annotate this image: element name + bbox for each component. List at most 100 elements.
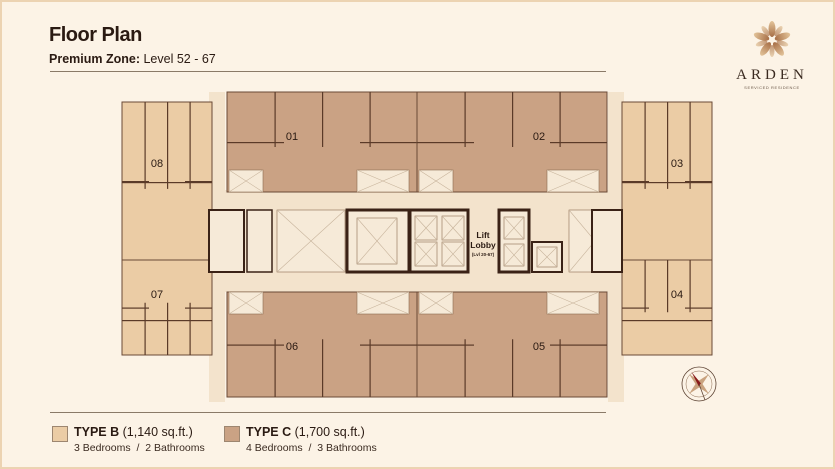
type-c-bathrooms: 3 Bathrooms [317, 442, 377, 454]
lift-lobby-line3: (Lvl 20-67) [472, 252, 495, 257]
shaft-cross [228, 291, 264, 315]
interior-wall [185, 181, 212, 183]
interior-wall [227, 142, 284, 144]
interior-wall [550, 344, 607, 346]
interior-wall [667, 102, 669, 189]
shaft-cross [536, 246, 558, 268]
lift-lobby-label: Lift Lobby (Lvl 20-67) [470, 230, 496, 257]
interior-wall [622, 307, 649, 309]
type-c-area: (1,700 sq.ft.) [294, 425, 365, 439]
service-room [246, 209, 273, 273]
shaft-cross [276, 209, 346, 273]
interior-wall [144, 102, 146, 189]
interior-wall [685, 307, 712, 309]
type-c-bedrooms: 4 Bedrooms [246, 442, 303, 454]
shaft-cross [356, 291, 410, 315]
separator: / [308, 442, 312, 454]
unit-label: 02 [533, 131, 545, 143]
compass-icon [681, 366, 717, 402]
interior-wall [189, 302, 191, 355]
shaft-cross [356, 169, 410, 193]
interior-wall [464, 339, 466, 397]
page-subtitle: Premium Zone: Level 52 - 67 [49, 52, 216, 66]
type-c-swatch [224, 426, 240, 442]
logo-tagline: SERVICED RESIDENCE [744, 85, 800, 90]
leaf-emblem-icon [753, 21, 791, 57]
interior-wall [667, 260, 669, 313]
interior-wall [644, 102, 646, 189]
arden-logo: ARDEN SERVICED RESIDENCE [732, 20, 812, 90]
shaft-cross [414, 215, 438, 241]
interior-wall [644, 260, 646, 313]
interior-wall [144, 302, 146, 355]
interior-wall [559, 92, 561, 147]
shaft-cross [418, 291, 454, 315]
type-c-label: TYPE C [246, 425, 292, 439]
unit-label: 03 [671, 158, 683, 170]
interior-wall [689, 260, 691, 313]
type-b-area: (1,140 sq.ft.) [122, 425, 193, 439]
interior-wall [622, 181, 649, 183]
interior-wall [360, 344, 417, 346]
interior-wall [550, 142, 607, 144]
interior-wall [512, 339, 514, 397]
interior-wall [122, 307, 149, 309]
interior-wall [122, 320, 212, 322]
stair-core-east [591, 209, 623, 273]
shaft-cross [418, 169, 454, 193]
interior-wall [464, 92, 466, 147]
interior-wall [512, 92, 514, 147]
zone-label: Premium Zone: [49, 52, 140, 66]
separator: / [136, 442, 140, 454]
type-b-bedrooms: 3 Bedrooms [74, 442, 131, 454]
shaft-cross [441, 241, 465, 267]
interior-wall [360, 142, 417, 144]
logo-wordmark: ARDEN [736, 67, 808, 83]
interior-wall [369, 339, 371, 397]
legend-divider [50, 412, 606, 413]
type-b-bathrooms: 2 Bathrooms [145, 442, 205, 454]
interior-wall [274, 92, 276, 147]
interior-wall [274, 339, 276, 397]
shaft-cross [546, 169, 600, 193]
interior-wall [167, 302, 169, 355]
legend-type-b: TYPE B (1,140 sq.ft.) 3 Bedrooms / 2 Bat… [52, 425, 205, 454]
shaft-cross [356, 217, 398, 265]
interior-wall [369, 92, 371, 147]
unit-label: 01 [286, 131, 298, 143]
interior-wall [622, 320, 712, 322]
unit-label: 07 [151, 289, 163, 301]
interior-wall [559, 339, 561, 397]
interior-wall [189, 102, 191, 189]
interior-wall [685, 181, 712, 183]
interior-wall [417, 142, 474, 144]
shaft-cross [228, 169, 264, 193]
unit-label: 06 [286, 341, 298, 353]
shaft-cross [503, 243, 525, 267]
interior-wall [227, 344, 284, 346]
zone-levels: Level 52 - 67 [143, 52, 216, 66]
interior-wall [122, 182, 212, 184]
shaft-cross [414, 241, 438, 267]
lift-lobby-line1: Lift [476, 230, 489, 240]
lift-lobby-line2: Lobby [470, 240, 496, 250]
unit-label: 05 [533, 341, 545, 353]
interior-wall [689, 102, 691, 189]
type-b-label: TYPE B [74, 425, 120, 439]
shaft-cross [503, 216, 525, 240]
shaft-cross [546, 291, 600, 315]
legend-type-c: TYPE C (1,700 sq.ft.) 4 Bedrooms / 3 Bat… [224, 425, 377, 454]
type-b-swatch [52, 426, 68, 442]
interior-wall [322, 339, 324, 397]
interior-wall [185, 307, 212, 309]
interior-wall [167, 102, 169, 189]
interior-wall [622, 182, 712, 184]
shaft-cross [441, 215, 465, 241]
interior-wall [122, 181, 149, 183]
unit-label: 04 [671, 289, 683, 301]
header-divider [50, 71, 606, 72]
page-title: Floor Plan [49, 24, 142, 46]
stair-core-west [208, 209, 245, 273]
